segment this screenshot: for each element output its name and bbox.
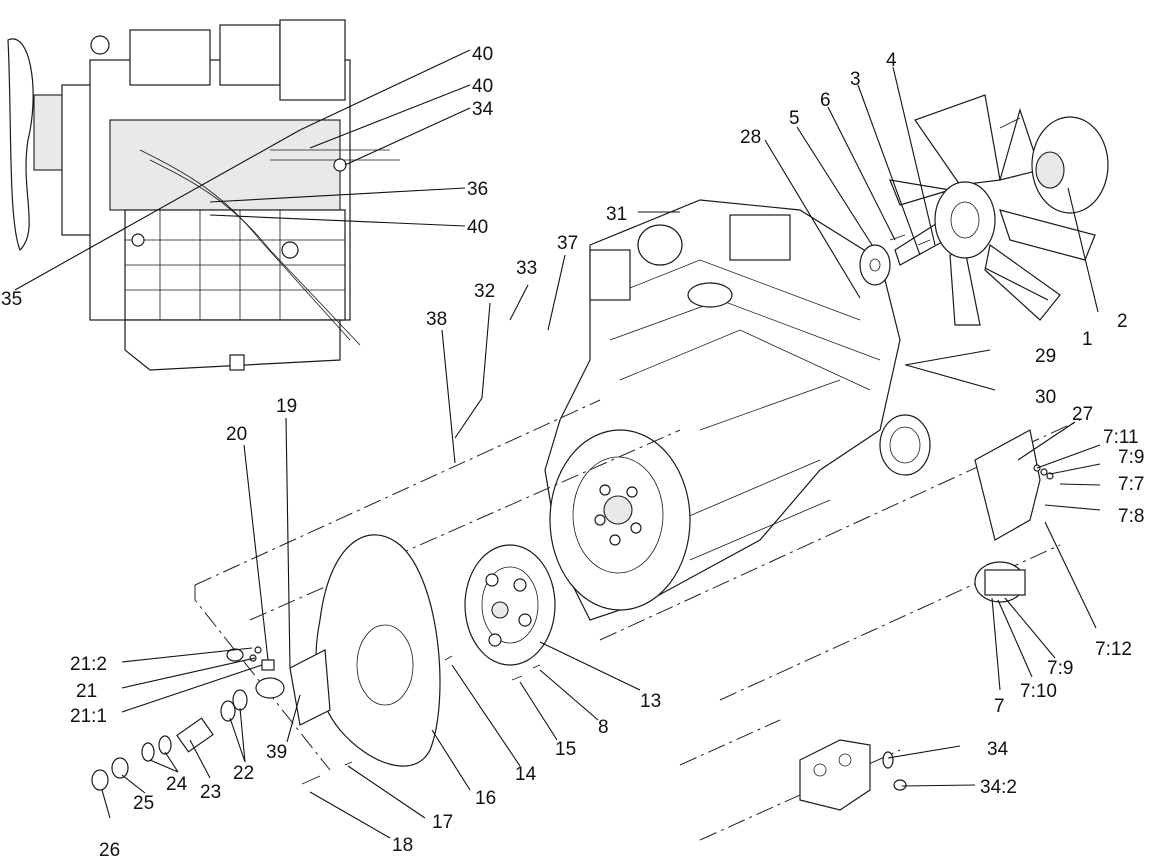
- callout-37: 37: [557, 233, 578, 254]
- callout-34-2: 34:2: [980, 777, 1017, 798]
- callout-25: 25: [133, 793, 154, 814]
- callout-21-1: 21:1: [70, 706, 107, 727]
- callout-40a: 40: [472, 44, 493, 65]
- callout-29: 29: [1035, 346, 1056, 367]
- callout-1: 1: [1082, 329, 1093, 350]
- callout-5: 5: [789, 108, 800, 129]
- callout-40b: 40: [472, 76, 493, 97]
- callout-7-11: 7:11: [1103, 427, 1139, 448]
- callout-36: 36: [467, 179, 488, 200]
- callout-26: 26: [99, 840, 120, 861]
- fan-and-pulley: [859, 94, 1109, 326]
- callout-31: 31: [606, 204, 627, 225]
- callout-32: 32: [474, 281, 495, 302]
- starter-bracket-group: [974, 429, 1054, 603]
- callout-3: 3: [850, 69, 861, 90]
- callout-7-8: 7:8: [1118, 506, 1144, 527]
- callout-20: 20: [226, 424, 247, 445]
- callout-4: 4: [886, 50, 897, 71]
- callout-13: 13: [640, 691, 661, 712]
- callout-38: 38: [426, 309, 447, 330]
- callout-21: 21: [76, 681, 97, 702]
- leader-lines: [14, 49, 1101, 839]
- callout-39: 39: [266, 742, 287, 763]
- callout-27: 27: [1072, 404, 1093, 425]
- callout-35: 35: [1, 289, 22, 310]
- callout-15: 15: [555, 739, 576, 760]
- callout-23: 23: [200, 782, 221, 803]
- inset-engine-side-view: [7, 19, 400, 371]
- callout-30: 30: [1035, 387, 1056, 408]
- callout-14: 14: [515, 764, 537, 785]
- callout-40c: 40: [467, 217, 488, 238]
- callout-24: 24: [166, 774, 188, 795]
- callout-19: 19: [276, 396, 297, 417]
- callout-7-12: 7:12: [1095, 639, 1132, 660]
- callout-2: 2: [1117, 311, 1128, 332]
- callout-7: 7: [994, 696, 1005, 717]
- valve-block-group: [799, 739, 907, 811]
- drive-plate-parts: [91, 534, 556, 791]
- callout-7-7: 7:7: [1118, 474, 1144, 495]
- callout-6: 6: [820, 90, 831, 111]
- callout-18: 18: [392, 835, 413, 856]
- callout-22: 22: [233, 763, 254, 784]
- callout-7-10: 7:10: [1020, 681, 1057, 702]
- callout-7-9b: 7:9: [1047, 658, 1073, 679]
- callout-34-valve: 34: [987, 739, 1009, 760]
- callout-21-2: 21:2: [70, 654, 107, 675]
- callout-16: 16: [475, 788, 496, 809]
- callout-8: 8: [598, 717, 609, 738]
- callout-33: 33: [516, 258, 537, 279]
- main-engine-assembly: [544, 199, 931, 621]
- callout-34-inset: 34: [472, 99, 494, 120]
- callout-17: 17: [432, 812, 453, 833]
- callout-28: 28: [740, 127, 761, 148]
- callout-labels: 1 2 3 4 5 6 28 29 30 27 7:11 7:9 7:7 7:8…: [1, 44, 1144, 861]
- callout-7-9a: 7:9: [1118, 447, 1144, 468]
